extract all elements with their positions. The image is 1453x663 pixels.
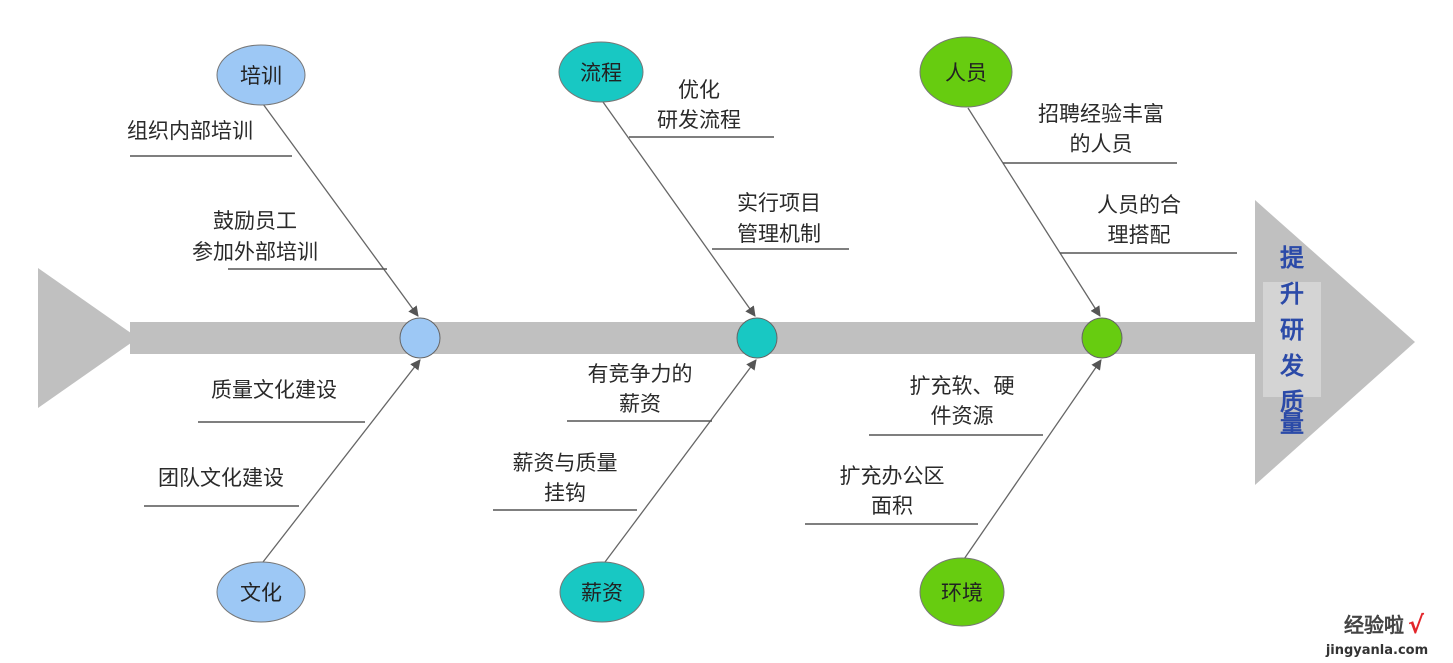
spine-bar (130, 322, 1265, 354)
cause-process-1-line2: 研发流程 (657, 108, 741, 132)
fish-tail (38, 268, 138, 408)
category-salary-node (559, 561, 645, 623)
cause-training-2-line1: 鼓励员工 (213, 209, 297, 233)
cause-culture-2: 团队文化建设 (158, 466, 284, 490)
cause-people-2-line2: 理搭配 (1108, 223, 1171, 247)
bone-training (262, 103, 419, 317)
effect-char-2: 研 (1280, 316, 1304, 344)
junction-process-salary (736, 317, 778, 359)
category-culture-node (216, 561, 306, 623)
category-environment-label: 环境 (941, 581, 983, 605)
bone-environment (961, 359, 1102, 563)
cause-environment-1-line1: 扩充软、硬 (910, 374, 1015, 398)
bone-culture (262, 359, 421, 563)
effect-char-4: 质 (1280, 388, 1304, 416)
watermark-check-icon: √ (1408, 611, 1425, 639)
bone-process (602, 101, 756, 317)
effect-char-3: 发 (1279, 352, 1304, 380)
cause-salary-1-line2: 薪资 (619, 392, 661, 416)
watermark-main: 经验啦 (1344, 613, 1404, 637)
cause-process-1-line1: 优化 (678, 78, 720, 102)
watermark: 经验啦 √ jingyanla.com (1325, 611, 1428, 658)
cause-environment-2-line2: 面积 (871, 494, 913, 518)
cause-environment-2-line1: 扩充办公区 (840, 464, 945, 488)
cause-process-2-line2: 管理机制 (737, 222, 821, 246)
category-training-node (216, 44, 306, 106)
fish-head (1255, 200, 1415, 485)
cause-salary-2-line1: 薪资与质量 (513, 451, 618, 475)
cause-culture-1: 质量文化建设 (211, 378, 337, 402)
bone-salary (604, 359, 757, 563)
effect-label-box (1263, 282, 1321, 397)
cause-salary-2-line2: 挂钩 (544, 481, 586, 505)
category-people-node (919, 36, 1013, 108)
cause-people-1-line2: 的人员 (1070, 132, 1133, 156)
category-culture-label: 文化 (240, 581, 282, 605)
cause-training-1: 组织内部培训 (127, 119, 253, 143)
effect-char-0: 提 (1280, 244, 1305, 272)
cause-people-2-line1: 人员的合 (1097, 193, 1181, 217)
category-people-label: 人员 (945, 61, 987, 85)
junction-training-culture (399, 317, 441, 359)
bone-people (967, 107, 1101, 317)
junction-people-environment (1081, 317, 1123, 359)
category-salary-label: 薪资 (581, 581, 623, 605)
watermark-url: jingyanla.com (1325, 643, 1428, 658)
category-process-label: 流程 (580, 61, 622, 85)
category-process-node (558, 41, 644, 103)
cause-environment-1-line2: 件资源 (931, 404, 994, 428)
category-training-label: 培训 (240, 64, 282, 88)
cause-salary-1-line1: 有竞争力的 (588, 362, 693, 386)
category-environment-node (919, 557, 1005, 627)
effect-char-1: 升 (1280, 280, 1304, 308)
cause-process-2-line1: 实行项目 (737, 191, 821, 215)
cause-training-2-line2: 参加外部培训 (192, 240, 318, 264)
effect-char-5: 量 (1280, 410, 1304, 438)
cause-people-1-line1: 招聘经验丰富 (1038, 102, 1164, 126)
